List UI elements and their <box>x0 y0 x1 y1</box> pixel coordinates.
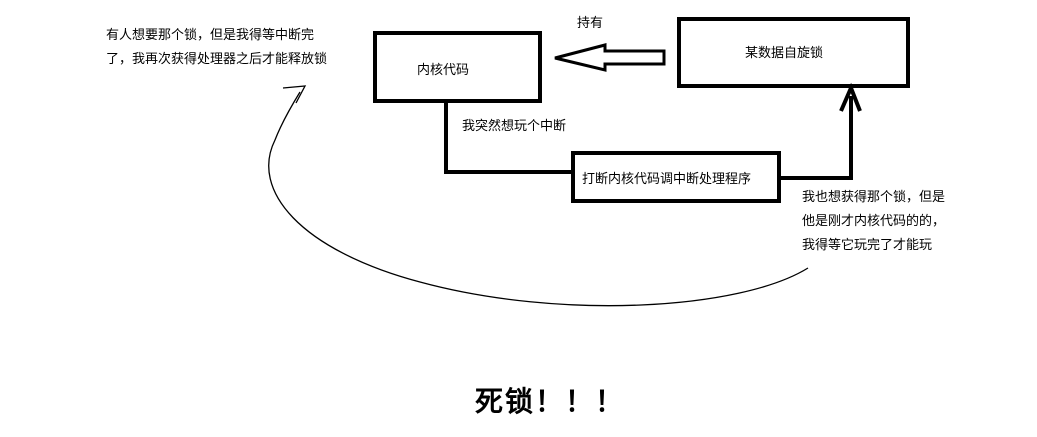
spinlock-label: 某数据自旋锁 <box>745 46 824 61</box>
handler-note-line: 我得等它玩完了才能玩 <box>802 238 933 253</box>
handler-to-spinlock-line <box>779 96 853 180</box>
holds-label: 持有 <box>577 16 604 31</box>
interrupt-handler-label: 打断内核代码调中断处理程序 <box>582 172 752 187</box>
interrupt-connector <box>444 101 573 174</box>
deadlock-title: 死锁！！！ <box>475 385 626 418</box>
loop-back-arrow <box>268 91 809 307</box>
kernel-code-label: 内核代码 <box>417 63 470 78</box>
holds-arrow <box>554 43 666 72</box>
waiter-note-line: 了，我再次获得处理器之后才能释放锁 <box>106 52 328 67</box>
spinlock-box <box>677 17 910 88</box>
interrupt-note: 我突然想玩个中断 <box>462 119 567 134</box>
kernel-code-box <box>373 31 542 103</box>
handler-to-spinlock-arrowhead <box>839 82 862 112</box>
handler-note-line: 他是刚才内核代码的的， <box>802 214 946 229</box>
waiter-note-line: 有人想要那个锁，但是我得等中断完 <box>106 28 315 43</box>
handler-note-line: 我也想获得那个锁，但是 <box>802 190 946 205</box>
loop-back-arrowhead <box>282 85 307 104</box>
handler-note: 我也想获得那个锁，但是 他是刚才内核代码的的， 我得等它玩完了才能玩 <box>802 186 945 258</box>
waiter-note: 有人想要那个锁，但是我得等中断完 了，我再次获得处理器之后才能释放锁 <box>106 24 327 72</box>
